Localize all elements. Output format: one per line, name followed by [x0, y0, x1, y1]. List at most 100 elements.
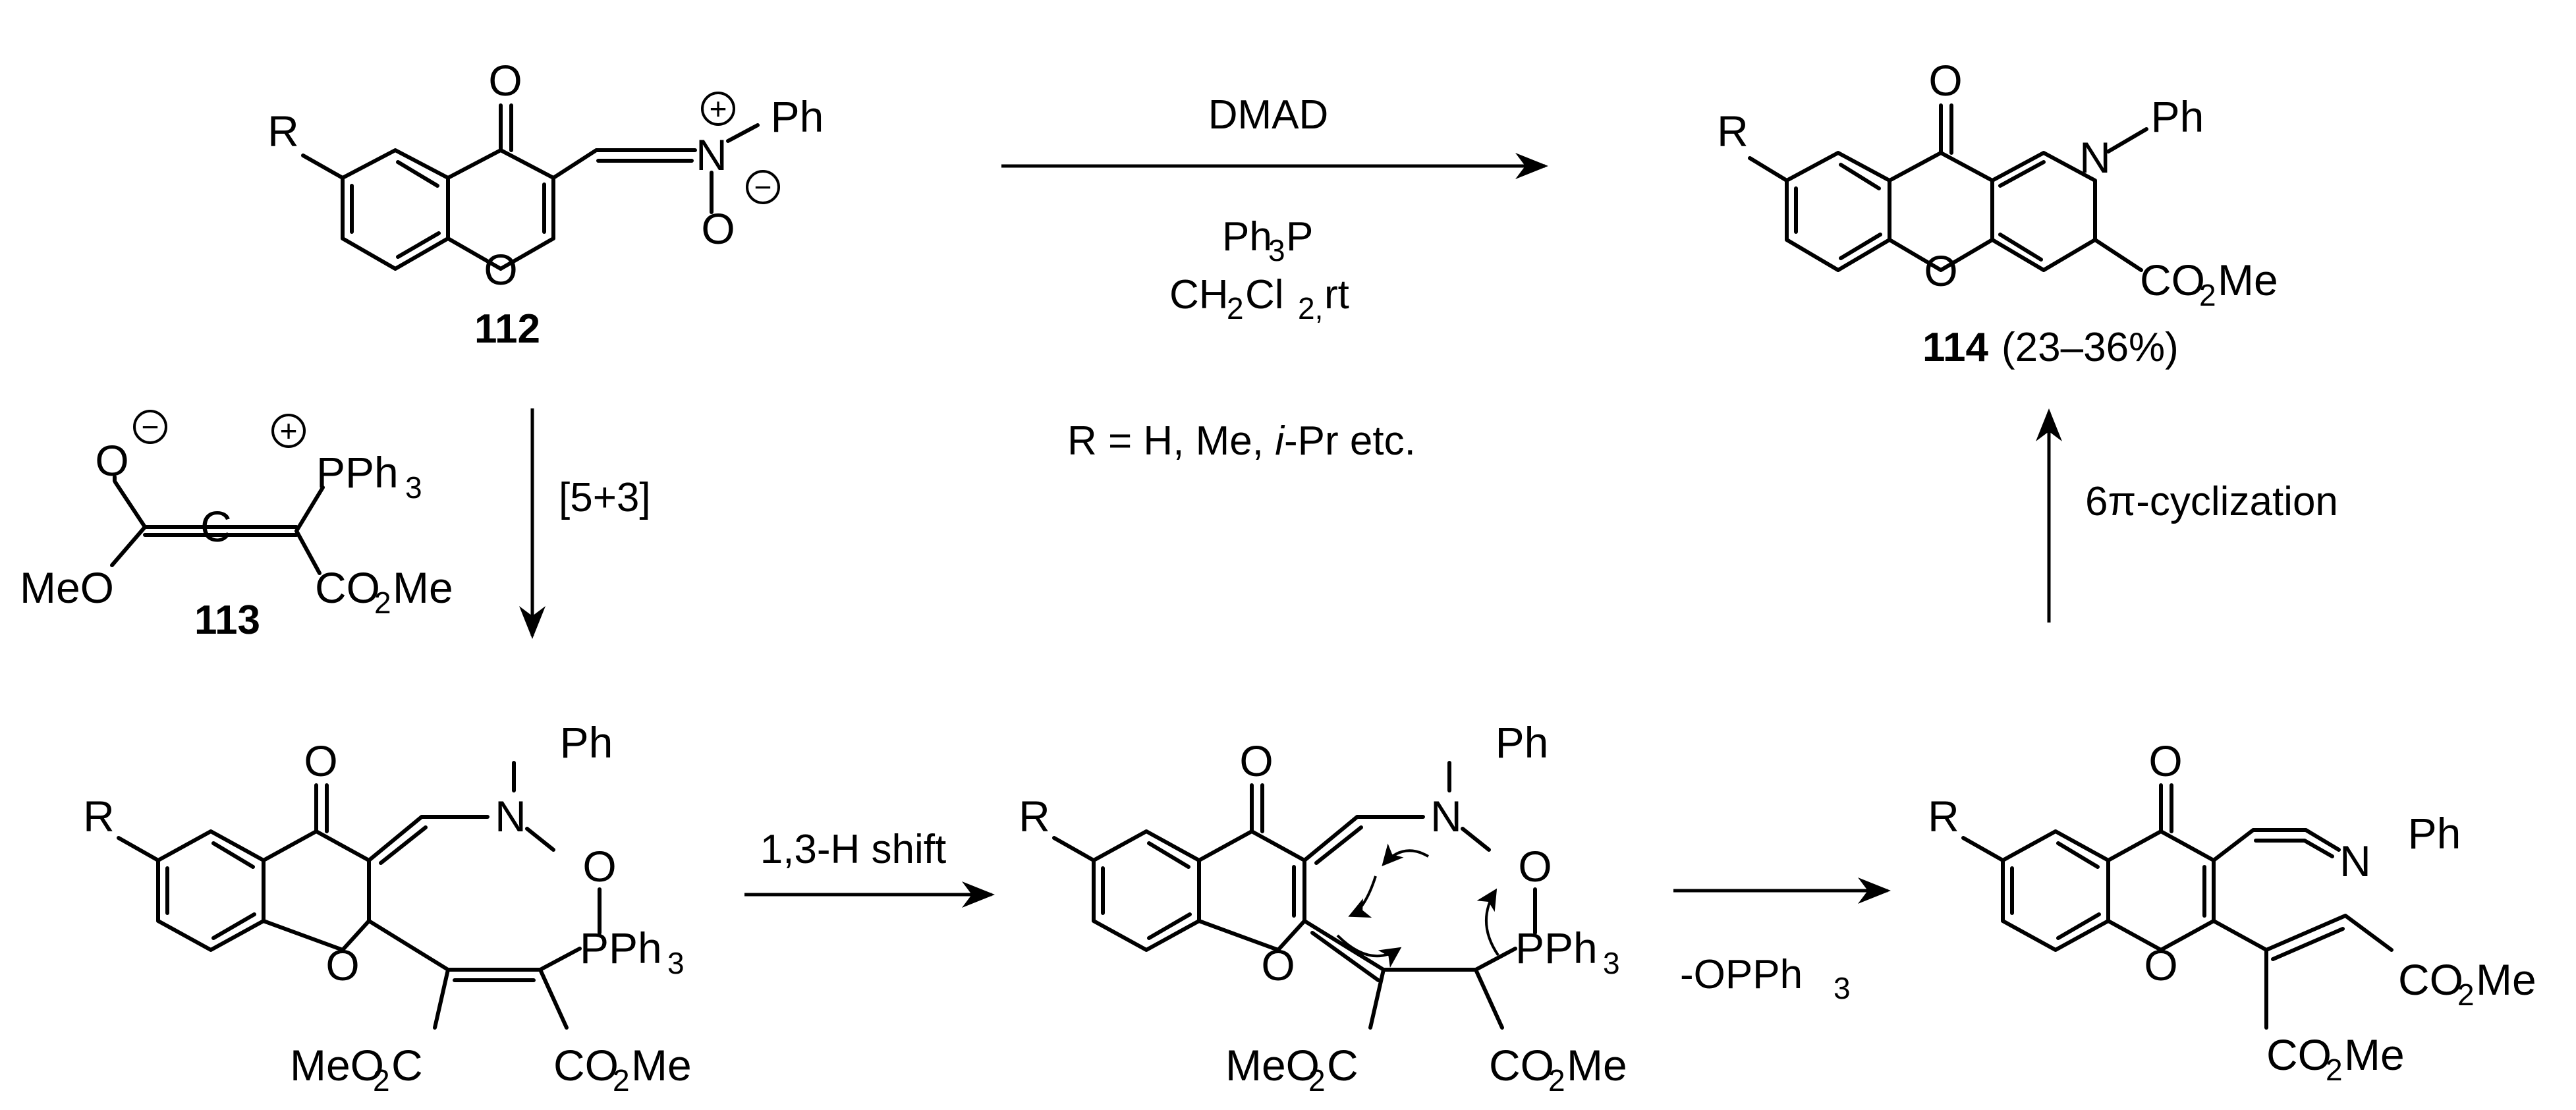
intermediate-a-meo2c: MeO 2 C	[290, 1041, 423, 1097]
svg-text:C: C	[391, 1041, 423, 1090]
compound-112-nitrone-o: O	[701, 204, 735, 253]
compound-114-ring-o: O	[1924, 246, 1957, 295]
compound-113-co2me: CO 2 Me	[315, 563, 453, 620]
svg-text:+: +	[280, 414, 298, 448]
compound-113-o-minus: O	[95, 436, 128, 485]
down-arrow-5-3: [5+3]	[519, 408, 651, 639]
svg-text:-OPPh: -OPPh	[1680, 952, 1803, 997]
svg-text:Me: Me	[2476, 955, 2536, 1004]
compound-113-number: 113	[194, 597, 260, 643]
intermediate-a-keto-o: O	[304, 736, 337, 785]
svg-text:3: 3	[1834, 971, 1851, 1005]
svg-text:2: 2	[374, 586, 391, 620]
svg-text:CO: CO	[2266, 1030, 2332, 1079]
svg-text:3: 3	[1603, 946, 1620, 980]
intermediate-c-co2me-1: CO 2 Me	[2398, 955, 2536, 1012]
svg-text:CO: CO	[2398, 955, 2463, 1004]
compound-114-yield: (23–36%)	[2002, 325, 2179, 370]
compound-112-bonds	[301, 103, 760, 271]
svg-text:2: 2	[2199, 278, 2216, 312]
reagent-ph3p: Ph 3 P	[1222, 214, 1313, 267]
intermediate-b-meo2c: MeO 2 C	[1225, 1041, 1358, 1097]
intermediate-c-r: R	[1928, 792, 1959, 841]
compound-113-plus-charge: +	[271, 414, 306, 448]
down-arrow-label: [5+3]	[559, 475, 651, 520]
svg-text:Me: Me	[631, 1041, 692, 1090]
svg-text:2: 2	[1227, 291, 1244, 325]
intermediate-c-keto-o: O	[2148, 736, 2182, 785]
intermediate-a-pph3: PPh 3	[580, 924, 685, 980]
svg-text:PPh: PPh	[316, 448, 399, 497]
compound-112-minus-charge: −	[746, 170, 780, 204]
intermediate-b-pph3: PPh 3	[1515, 924, 1620, 980]
svg-text:−: −	[142, 410, 159, 444]
intermediate-a-r: R	[83, 792, 115, 841]
arrow-elimination: -OPPh 3	[1673, 877, 1891, 1005]
intermediate-b-ph: Ph	[1496, 718, 1549, 767]
svg-text:CO: CO	[1489, 1041, 1554, 1090]
reagent-dmad: DMAD	[1208, 92, 1329, 138]
compound-112-ph: Ph	[771, 92, 824, 141]
compound-112-r: R	[267, 107, 299, 155]
compound-112: O O R N O Ph + − 112	[267, 56, 824, 352]
intermediate-b-electron-arrows	[1336, 843, 1499, 968]
svg-text:2: 2	[2326, 1053, 2343, 1087]
intermediate-c-ring-o: O	[2144, 941, 2177, 989]
svg-text:Me: Me	[2344, 1030, 2405, 1079]
compound-112-keto-o: O	[488, 56, 522, 105]
compound-114-ph: Ph	[2151, 92, 2204, 141]
compound-114-co2me: CO 2 Me	[2140, 256, 2278, 312]
intermediate-a-ring-o: O	[325, 941, 359, 989]
intermediate-c: O O R N Ph CO 2 Me CO 2 Me	[1928, 736, 2536, 1087]
arrow-1-3-h-shift-label: 1,3-H shift	[760, 827, 947, 872]
compound-114-n: N	[2079, 133, 2111, 182]
intermediate-b-n: N	[1430, 792, 1462, 841]
compound-113-pph3: PPh 3	[316, 448, 422, 505]
compound-112-ring-o: O	[484, 245, 517, 294]
intermediate-b: O O R Ph N O PPh 3 MeO 2 C CO 2 Me	[1019, 718, 1627, 1097]
compound-113-minus-charge: −	[133, 410, 167, 444]
svg-text:2,: 2,	[1298, 291, 1323, 325]
svg-text:Me: Me	[1567, 1041, 1627, 1090]
svg-text:CH: CH	[1169, 272, 1229, 318]
r-group-definition: R = H, Me, i-Pr etc.	[1067, 418, 1416, 464]
svg-text:Me: Me	[393, 563, 453, 612]
svg-text:Ph: Ph	[1222, 214, 1272, 260]
arrow-elimination-label: -OPPh 3	[1680, 952, 1851, 1005]
svg-text:CO: CO	[315, 563, 380, 612]
intermediate-a-o: O	[582, 842, 616, 891]
intermediate-a-bonds	[117, 761, 602, 1030]
compound-114: O O R N Ph CO 2 Me 114 (23–36%)	[1717, 56, 2278, 370]
intermediate-a-n: N	[495, 792, 526, 841]
svg-text:3: 3	[667, 946, 685, 980]
intermediate-a-co2me: CO 2 Me	[553, 1041, 692, 1097]
svg-text:2: 2	[373, 1063, 390, 1097]
compound-113-bonds	[110, 475, 325, 575]
arrow-1-3-h-shift: 1,3-H shift	[744, 827, 995, 908]
svg-text:rt: rt	[1324, 272, 1349, 318]
svg-text:−: −	[754, 170, 772, 204]
svg-text:CO: CO	[2140, 256, 2205, 304]
top-reaction-arrow: DMAD Ph 3 P CH 2 Cl 2, rt R = H, Me, i-P…	[1001, 92, 1548, 464]
svg-text:3: 3	[405, 470, 422, 505]
svg-text:MeO: MeO	[290, 1041, 384, 1090]
intermediate-b-r: R	[1019, 792, 1050, 841]
svg-text:C: C	[1327, 1041, 1358, 1090]
intermediate-b-co2me: CO 2 Me	[1489, 1041, 1627, 1097]
intermediate-b-ring-o: O	[1261, 941, 1295, 989]
intermediate-c-n: N	[2339, 837, 2371, 885]
compound-114-bonds	[1748, 103, 2148, 272]
svg-text:R = H, Me, i-Pr etc.: R = H, Me, i-Pr etc.	[1067, 418, 1416, 464]
svg-text:PPh: PPh	[1515, 924, 1598, 972]
compound-113: O − C MeO PPh 3 + CO 2 Me 113	[20, 410, 453, 643]
intermediate-c-ph: Ph	[2408, 809, 2461, 858]
intermediate-c-co2me-2: CO 2 Me	[2266, 1030, 2405, 1087]
svg-text:2: 2	[1308, 1063, 1326, 1097]
intermediate-c-bonds	[1961, 783, 2394, 1030]
compound-114-r: R	[1717, 107, 1749, 155]
svg-text:P: P	[1286, 214, 1313, 260]
svg-text:2: 2	[1548, 1063, 1565, 1097]
intermediate-b-o: O	[1518, 842, 1552, 891]
intermediate-a: O O R Ph N O PPh 3 MeO 2 C CO 2 Me	[83, 718, 692, 1097]
